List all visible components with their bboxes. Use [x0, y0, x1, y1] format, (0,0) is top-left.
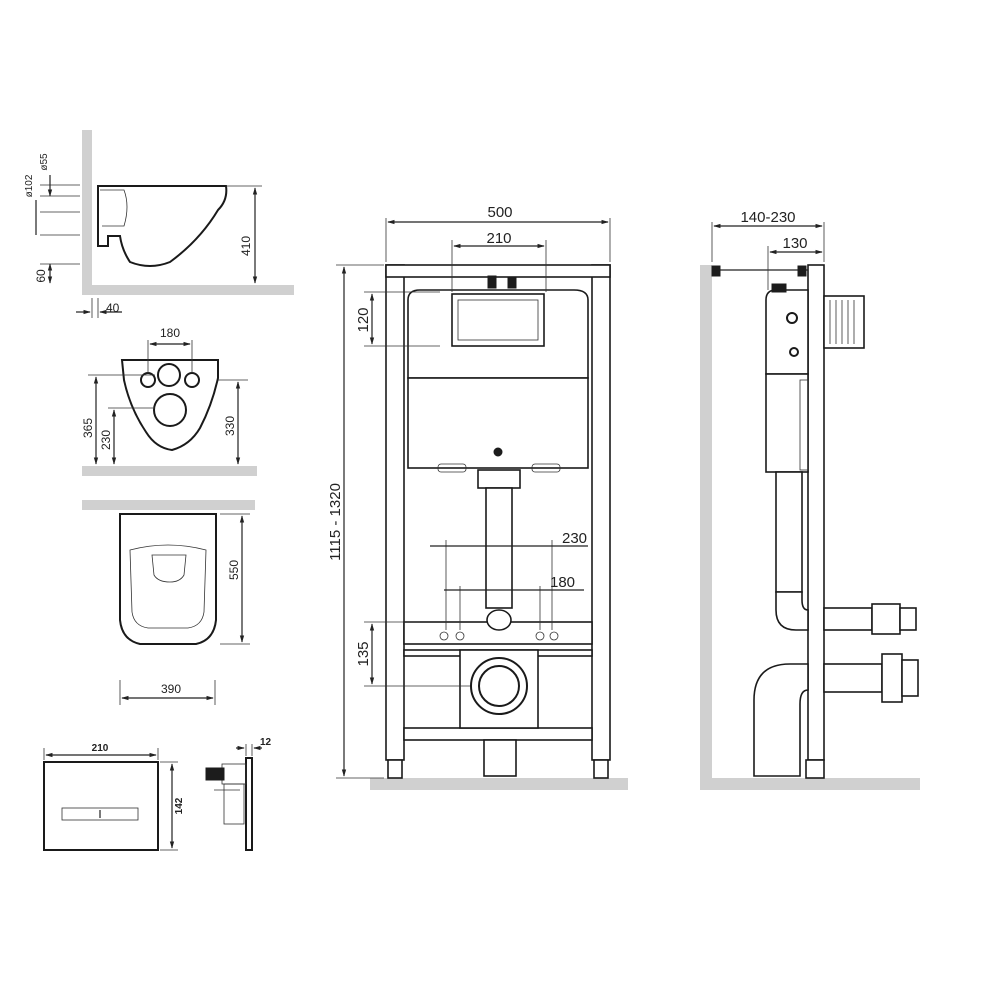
drain-flange-inner: [478, 665, 520, 707]
button-plate: [43, 761, 159, 851]
bowl-top-inner: [129, 544, 207, 629]
cistern-side-fitting: [786, 312, 798, 324]
bowl-top-outline: [119, 513, 217, 645]
button-mechanism-top: [221, 763, 247, 785]
dim-d102: ø102: [24, 174, 35, 197]
cistern-marker: [493, 447, 503, 457]
cistern-valve-right: [507, 277, 517, 289]
dim-550: 550: [227, 560, 241, 580]
side-drain-pipe: [823, 663, 883, 693]
side-frame-post: [807, 264, 825, 761]
frame-foot-left: [387, 759, 403, 779]
side-inlet-pipe: [823, 607, 873, 631]
dim-210-button: 210: [92, 743, 109, 754]
side-frame-foot: [805, 759, 825, 779]
bolt-hole-1: [439, 631, 449, 641]
cistern-side-valve: [771, 283, 787, 293]
flush-pipe-connector: [477, 469, 521, 489]
bowl-side-view: 410 ø102 ø55 60 40: [24, 130, 294, 318]
dim-142: 142: [174, 797, 185, 814]
dim-40: 40: [106, 301, 120, 315]
side-inlet-coupler: [871, 603, 901, 635]
fixing-hole-right: [184, 372, 200, 388]
flush-pipe-outlet: [486, 609, 512, 631]
service-opening: [451, 293, 545, 347]
dim-180-frame: 180: [550, 574, 575, 591]
floor-section: [700, 778, 920, 790]
service-opening-inner: [457, 299, 539, 341]
dim-230-frame: 230: [562, 530, 587, 547]
side-drain-bend: [753, 663, 809, 777]
button-key-frame: [61, 807, 139, 821]
frame-bottom-bar: [403, 727, 593, 741]
cistern-side-fitting-lower: [789, 347, 799, 357]
button-side-plate: [245, 757, 253, 851]
wall-section: [82, 500, 255, 510]
drain-pipe: [483, 739, 517, 777]
dim-120: 120: [355, 307, 372, 332]
bolt-hole-3: [535, 631, 545, 641]
actuator-box: [823, 295, 865, 349]
flush-button-side: 12: [205, 737, 272, 851]
bolt-hole-2: [455, 631, 465, 641]
bowl-side-profile: [97, 185, 228, 267]
dim-135: 135: [355, 641, 372, 666]
dim-60: 60: [34, 269, 48, 283]
cistern-valve-left: [487, 275, 497, 289]
dim-230: 230: [99, 430, 113, 450]
cistern-vent-left: [437, 463, 467, 473]
frame-side-view: 140-230 130: [700, 209, 920, 790]
cistern-vent-right: [531, 463, 561, 473]
flush-button-front: 210 142: [43, 743, 185, 851]
dim-330: 330: [223, 416, 237, 436]
wall-section: [700, 265, 712, 790]
frame-front-view: 500 210 120 1115 - 1320 230 180 135: [327, 204, 628, 790]
floor-section: [82, 466, 257, 476]
bolt-hole-4: [549, 631, 559, 641]
dim-390: 390: [161, 682, 181, 696]
drain-flange-outer: [470, 657, 528, 715]
dim-12: 12: [260, 737, 272, 748]
dim-500: 500: [487, 204, 512, 221]
frame-top-bar: [385, 264, 611, 278]
frame-right-post: [591, 264, 611, 761]
side-inlet-end: [899, 607, 917, 631]
drain-outlet: [153, 393, 187, 427]
button-mechanism-body: [223, 783, 245, 825]
side-flush-bend: [775, 591, 809, 631]
side-drain-coupler: [881, 653, 903, 703]
water-inlet: [157, 363, 181, 387]
dim-1115-1320: 1115 - 1320: [327, 483, 344, 561]
flush-pipe: [485, 487, 513, 609]
bowl-back-outline: [120, 359, 219, 452]
cistern-side-upper: [765, 289, 809, 375]
dim-140-230: 140-230: [740, 209, 795, 226]
bowl-side-inner: [100, 189, 128, 227]
bowl-back-view: 180 365 230 330: [81, 326, 257, 476]
side-drain-end: [901, 659, 919, 697]
wall-anchor: [711, 265, 721, 277]
floor-section: [82, 285, 294, 295]
dim-410: 410: [239, 236, 253, 256]
wall-section: [82, 130, 92, 295]
button-actuator: [205, 767, 225, 781]
side-flush-pipe: [775, 471, 803, 593]
bowl-top-view: 550 390: [82, 500, 255, 705]
cistern-side-panel: [799, 379, 809, 471]
dim-d55: ø55: [39, 153, 50, 171]
cistern-side-body: [765, 373, 809, 473]
dim-210-frame: 210: [486, 230, 511, 247]
floor-section: [370, 778, 628, 790]
anchor-clamp: [797, 265, 807, 277]
dim-180: 180: [160, 326, 180, 340]
dim-130: 130: [782, 235, 807, 252]
frame-foot-right: [593, 759, 609, 779]
dim-365: 365: [81, 418, 95, 438]
bowl-top-rim: [151, 554, 187, 583]
